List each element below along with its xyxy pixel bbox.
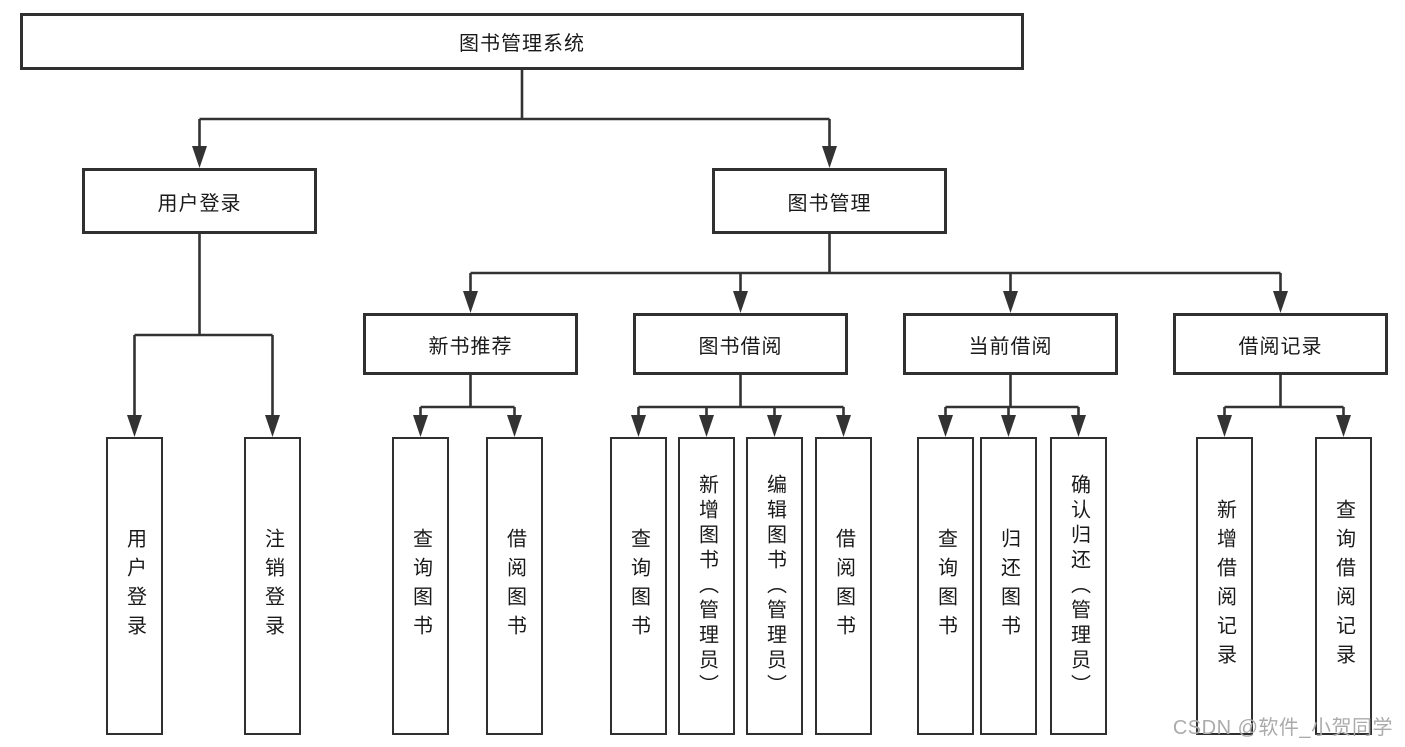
leaf-logout-label: 注销登录	[261, 528, 284, 644]
node-book-management-label: 图书管理	[787, 192, 872, 215]
node-borrow-records: 借阅记录	[1173, 313, 1388, 375]
node-user-login-label: 用户登录	[157, 192, 242, 215]
node-user-login: 用户登录	[82, 168, 317, 234]
leaf-borrow-books: 借阅图书	[815, 437, 872, 735]
leaf-confirm-return-admin: 确认归还（管理员）	[1050, 437, 1107, 735]
node-book-borrow: 图书借阅	[633, 313, 848, 375]
leaf-query-borrow-record: 查询借阅记录	[1315, 437, 1372, 735]
leaf-user-login-label: 用户登录	[123, 528, 146, 644]
leaf-query-books-recommend: 查询图书	[392, 437, 449, 735]
leaf-edit-books-admin-label: 编辑图书（管理员）	[763, 473, 786, 699]
node-root-label: 图书管理系统	[459, 33, 585, 55]
leaf-add-books-admin: 新增图书（管理员）	[678, 437, 735, 735]
watermark: CSDN @软件_小贺同学	[1172, 717, 1393, 739]
node-new-book-recommend: 新书推荐	[363, 313, 578, 375]
leaf-query-books-recommend-label: 查询图书	[409, 528, 432, 644]
leaf-query-books-borrow: 查询图书	[610, 437, 667, 735]
leaf-user-login: 用户登录	[106, 437, 163, 735]
leaf-edit-books-admin: 编辑图书（管理员）	[746, 437, 803, 735]
leaf-query-books-current-label: 查询图书	[934, 528, 957, 644]
leaf-return-books: 归还图书	[980, 437, 1037, 735]
node-book-borrow-label: 图书借阅	[698, 335, 783, 358]
leaf-query-borrow-record-label: 查询借阅记录	[1332, 499, 1355, 673]
leaf-borrow-books-label: 借阅图书	[832, 528, 855, 644]
leaf-confirm-return-admin-label: 确认归还（管理员）	[1067, 473, 1090, 699]
node-current-borrow-label: 当前借阅	[968, 335, 1053, 358]
leaf-add-borrow-record-label: 新增借阅记录	[1213, 499, 1236, 673]
leaf-logout: 注销登录	[244, 437, 301, 735]
node-current-borrow: 当前借阅	[903, 313, 1118, 375]
node-book-management: 图书管理	[712, 168, 947, 234]
leaf-add-borrow-record: 新增借阅记录	[1196, 437, 1253, 735]
leaf-add-books-admin-label: 新增图书（管理员）	[695, 473, 718, 699]
leaf-query-books-borrow-label: 查询图书	[627, 528, 650, 644]
leaf-query-books-current: 查询图书	[917, 437, 974, 735]
node-new-book-recommend-label: 新书推荐	[428, 335, 513, 358]
leaf-borrow-books-recommend-label: 借阅图书	[503, 528, 526, 644]
node-root: 图书管理系统	[20, 13, 1024, 70]
leaf-return-books-label: 归还图书	[997, 528, 1020, 644]
node-borrow-records-label: 借阅记录	[1238, 335, 1323, 358]
leaf-borrow-books-recommend: 借阅图书	[486, 437, 543, 735]
